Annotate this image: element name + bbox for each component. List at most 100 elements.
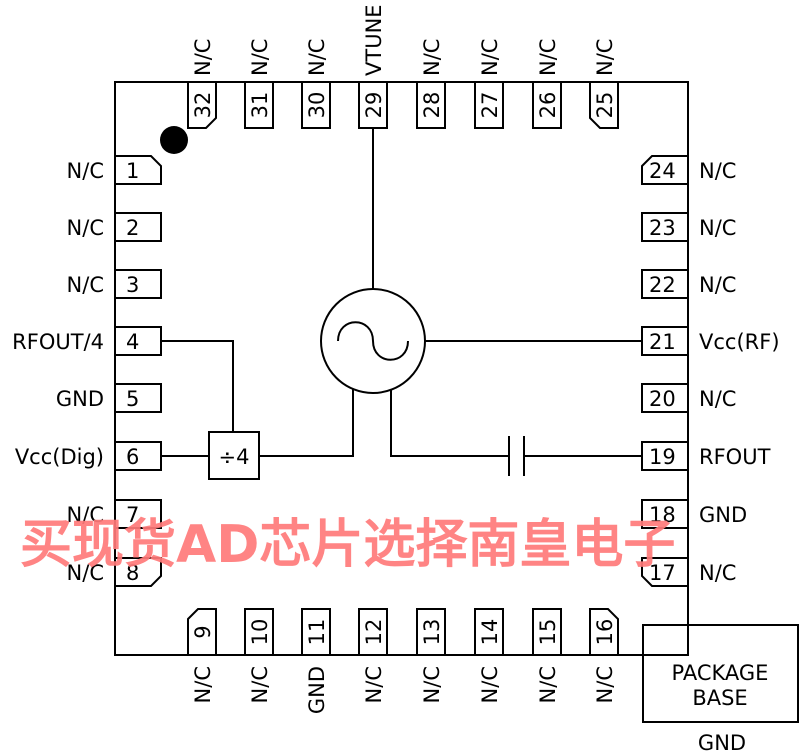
pin-pad — [114, 269, 162, 299]
pin-pad — [641, 499, 689, 529]
pin-pad — [641, 212, 689, 242]
pin-name: N/C — [420, 39, 444, 76]
pin-pad — [244, 81, 274, 129]
pin-number: 1 — [126, 159, 139, 183]
pin-26: 26N/C — [532, 39, 562, 129]
pin-13: 13N/C — [416, 608, 446, 703]
pin-pad — [589, 81, 619, 129]
pin-number: 11 — [305, 619, 329, 646]
pin-31: 31N/C — [244, 39, 274, 129]
pin-name: N/C — [67, 503, 104, 527]
pin-pad — [589, 608, 619, 656]
pin-name: RFOUT/4 — [12, 330, 104, 354]
pin-number: 30 — [305, 92, 329, 119]
pin-5: 5 GND — [56, 383, 162, 413]
pin-number: 5 — [126, 387, 139, 411]
pin-number: 8 — [126, 561, 139, 585]
pin-number: 17 — [649, 561, 676, 585]
pin-name: N/C — [699, 159, 736, 183]
pin-pad — [532, 608, 562, 656]
package-base-box — [642, 624, 799, 723]
pin-number: 20 — [649, 387, 676, 411]
pin-pad — [358, 608, 388, 656]
pin-24: 24 N/C — [641, 155, 736, 185]
pin-7: 7 N/C — [67, 499, 162, 529]
pin-1: 1 N/C — [67, 155, 162, 185]
left-pin-group: 1N/C2N/C3N/C4RFOUT/45GND6Vcc(Dig)7N/C8N/… — [12, 155, 162, 587]
package-base-line2: BASE — [692, 686, 747, 710]
pin1-indicator-dot — [160, 126, 188, 154]
top-pin-group: 25N/C 26N/C 27 N/C 28 N/C 29 VTUNE 30 N/C 31N/C 32 N… — [187, 4, 619, 129]
pin-pad — [641, 441, 689, 471]
pin-number: 16 — [593, 619, 617, 646]
wire-osc-to-divider — [256, 389, 354, 457]
pin-name: N/C — [593, 39, 617, 76]
pin-pad — [114, 557, 162, 587]
pin-12: 12N/C — [358, 608, 388, 703]
pin-pad — [114, 441, 162, 471]
pin-pad — [474, 81, 504, 129]
pin-name: N/C — [67, 273, 104, 297]
pin-number: 23 — [649, 216, 676, 240]
pin-pad — [114, 499, 162, 529]
pin-number: 10 — [248, 619, 272, 646]
pin-name: GND — [56, 387, 104, 411]
pin-16: 16N/C — [589, 608, 619, 703]
pin-number: 9 — [191, 625, 215, 638]
pin-number: 14 — [478, 619, 502, 646]
pin-number: 31 — [248, 92, 272, 119]
pin-number: 27 — [478, 92, 502, 119]
pin-number: 21 — [649, 330, 676, 354]
pin-number: 4 — [126, 330, 139, 354]
pin-pad — [358, 81, 388, 129]
pin-pad — [114, 155, 162, 185]
pin-8: 8N/C — [67, 557, 162, 587]
pin-number: 7 — [126, 503, 139, 527]
pin-name: Vcc(Dig) — [15, 445, 104, 469]
pin-30: 30 N/C — [301, 39, 331, 129]
pin-number: 18 — [649, 503, 676, 527]
pin-pad — [641, 269, 689, 299]
pin-29: 29 VTUNE — [358, 4, 388, 129]
pin-2: 2 N/C — [67, 212, 162, 242]
pin-number: 24 — [649, 159, 676, 183]
pin-pad — [187, 81, 217, 129]
pin-pad — [301, 608, 331, 656]
pin-number: 32 — [191, 92, 215, 119]
pin-pad — [641, 326, 689, 356]
pin-name: N/C — [67, 216, 104, 240]
pin-25: 25N/C — [589, 39, 619, 129]
pin-pad — [641, 155, 689, 185]
pin-9: 9N/C — [187, 608, 217, 703]
pin-28: 28 N/C — [416, 39, 446, 129]
pin-name: N/C — [420, 666, 444, 703]
pin-number: 28 — [420, 92, 444, 119]
promotional-watermark: 买现货AD芯片选择南皇电子 — [20, 515, 675, 575]
pin-name: GND — [305, 666, 329, 714]
pin-name: GND — [699, 503, 747, 527]
pin-pad — [114, 326, 162, 356]
pin-name: N/C — [478, 666, 502, 703]
pin-name: N/C — [305, 39, 329, 76]
wire-osc-to-capacitor — [390, 389, 509, 457]
package-base-connection: GND — [698, 731, 746, 755]
pin-pad — [416, 81, 446, 129]
pin-10: 10N/C — [244, 608, 274, 703]
pin-name: N/C — [191, 666, 215, 703]
pin-name: N/C — [478, 39, 502, 76]
pin-number: 12 — [362, 619, 386, 646]
pin-name: N/C — [67, 159, 104, 183]
pin-name: Vcc(RF) — [699, 330, 780, 354]
pin-number: 2 — [126, 216, 139, 240]
pin-pad — [641, 557, 689, 587]
pin-name: VTUNE — [362, 4, 386, 76]
pin-name: N/C — [536, 666, 560, 703]
pin-number: 29 — [362, 92, 386, 119]
